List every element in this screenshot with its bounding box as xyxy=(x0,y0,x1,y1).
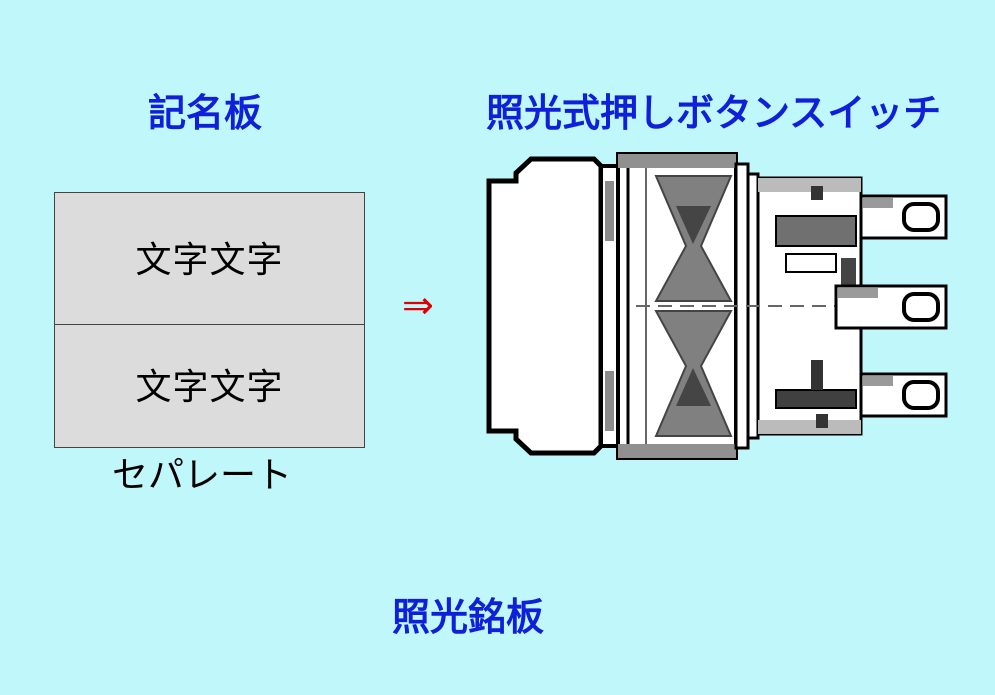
nameplate-line-1: 文字文字 xyxy=(135,239,284,281)
button-cap xyxy=(486,156,604,456)
nameplate-line-2: 文字文字 xyxy=(135,366,284,408)
switch-title: 照光式押しボタンスイッチ xyxy=(486,91,942,135)
separator-line xyxy=(55,324,364,325)
nameplate-title: 記名板 xyxy=(148,91,263,135)
arrow-icon: ⇒ xyxy=(402,283,434,327)
bottom-title: 照光銘板 xyxy=(392,595,545,639)
nameplate: 文字文字 文字文字 xyxy=(54,192,365,448)
switch-drawing xyxy=(486,152,948,460)
separator-label: セパレート xyxy=(112,455,293,496)
